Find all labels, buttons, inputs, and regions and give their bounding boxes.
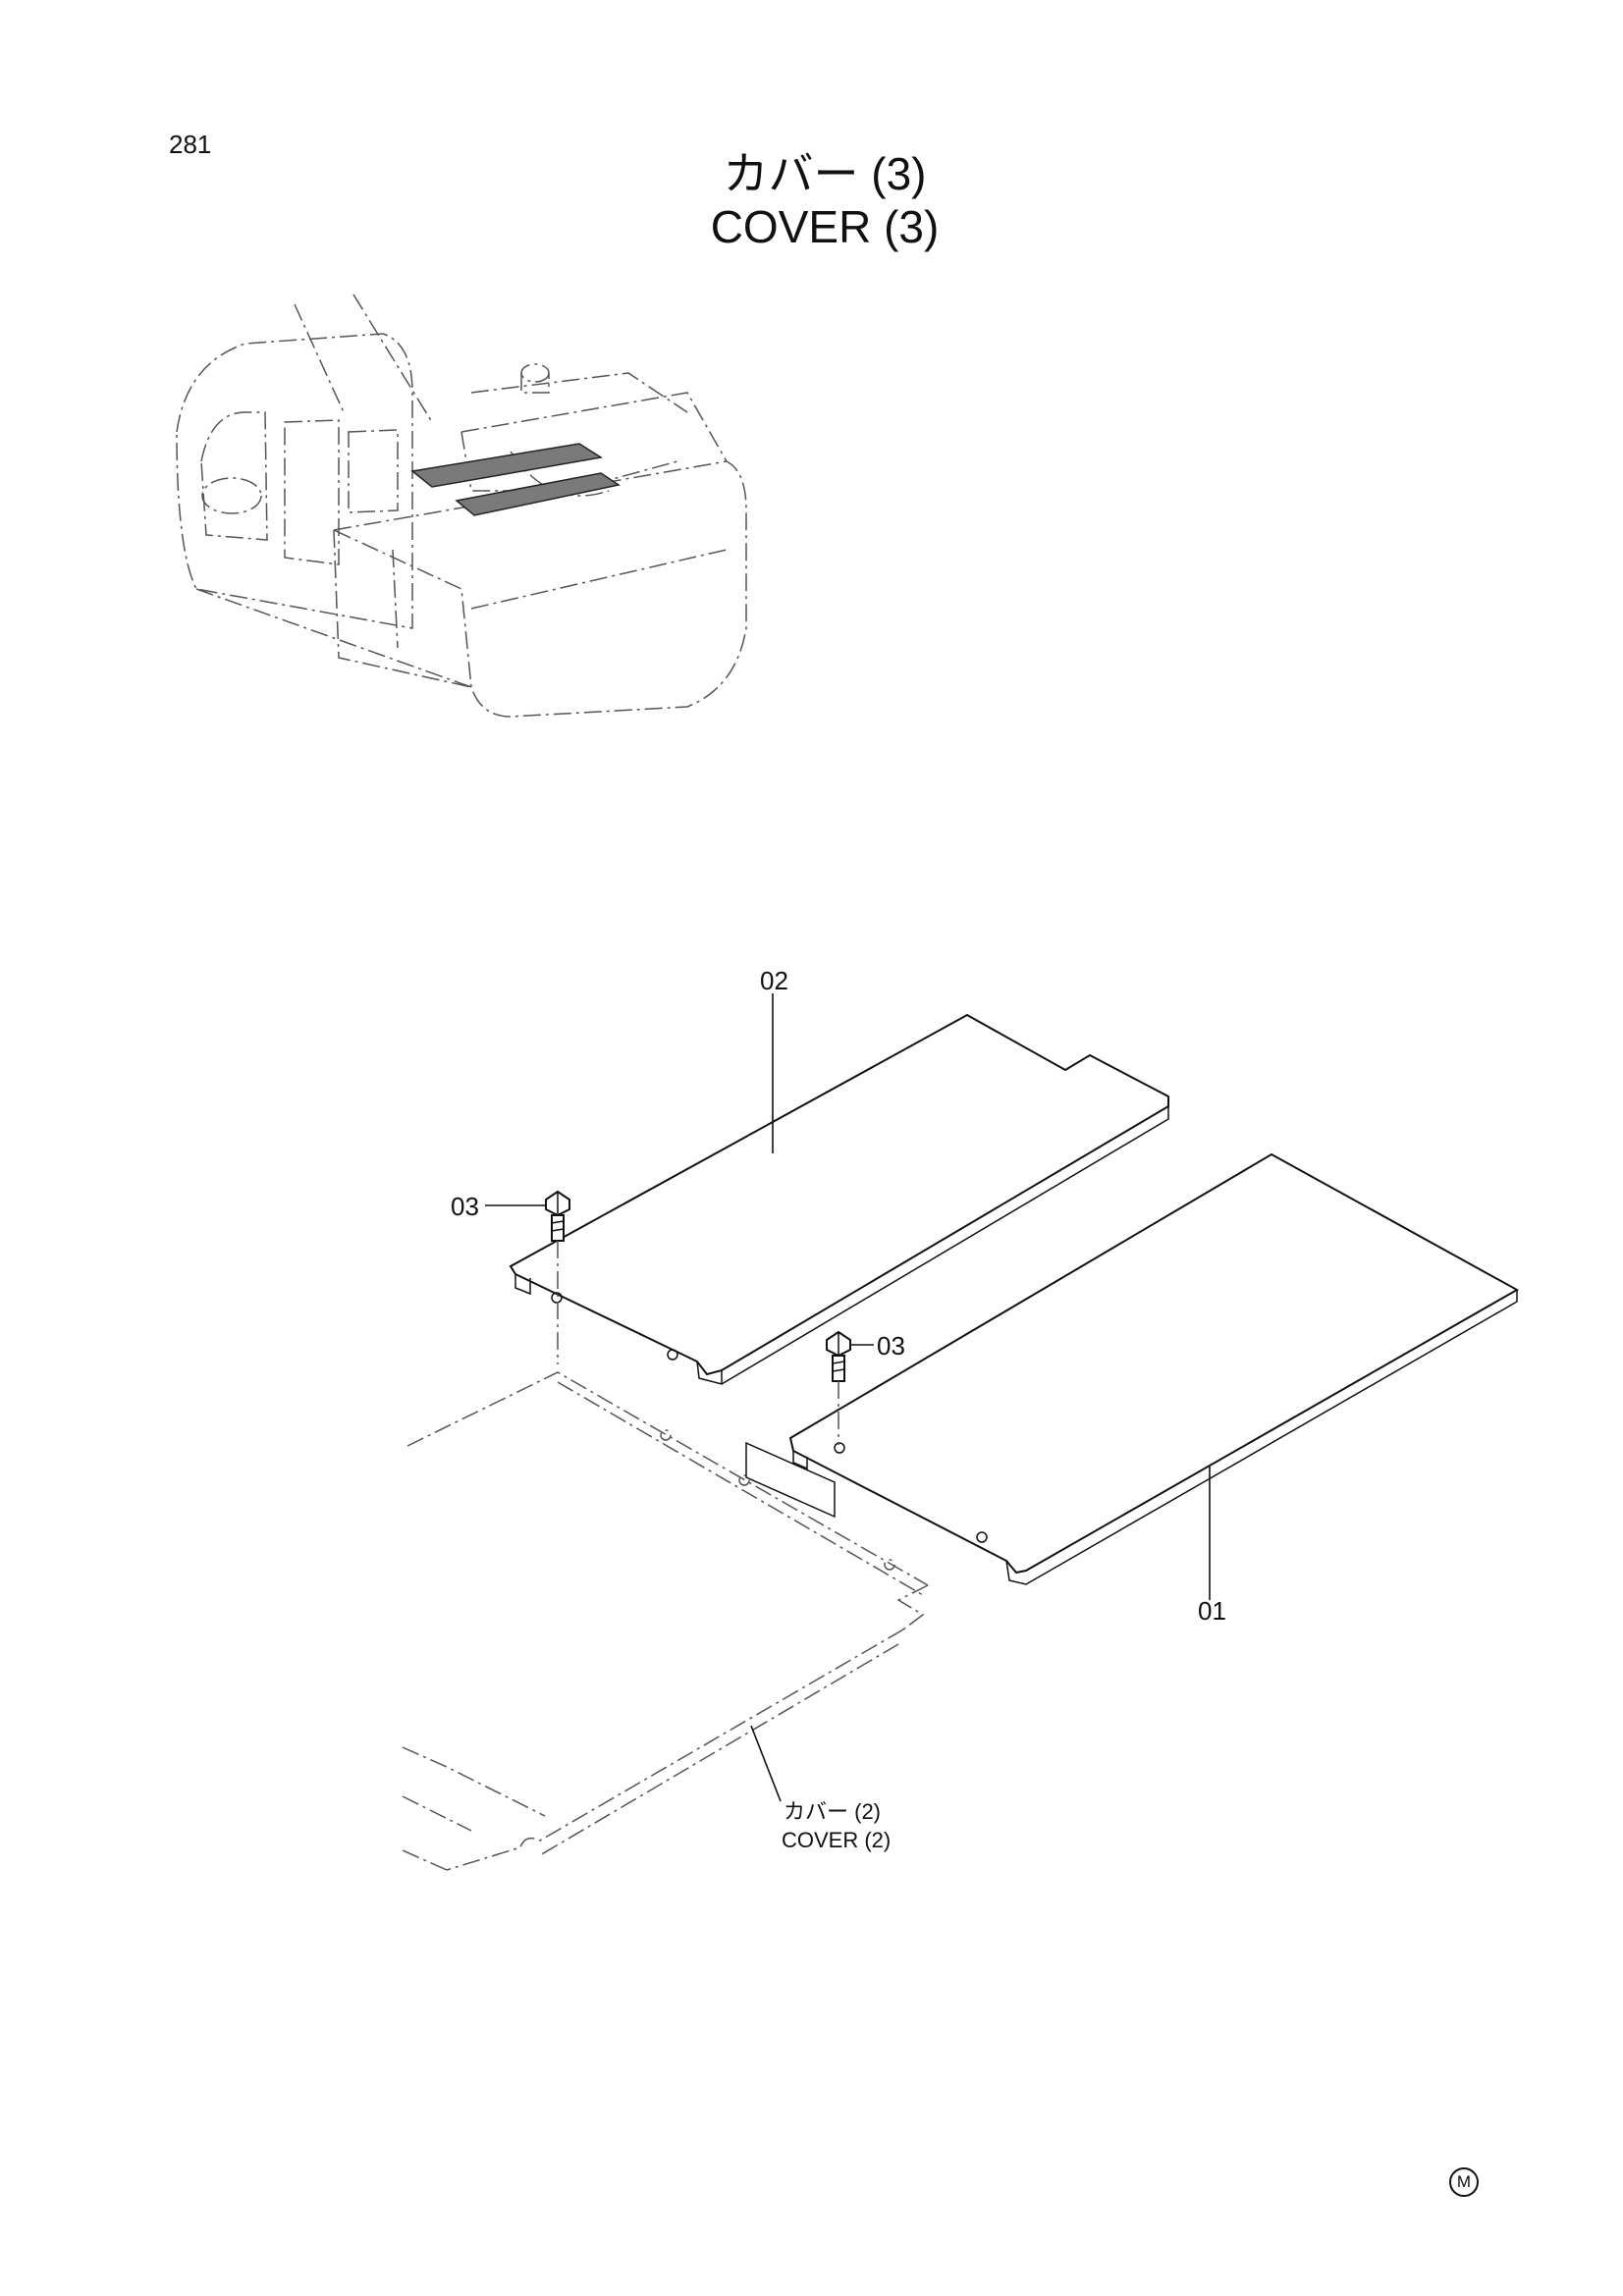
callout-03-left: 03 [451,1192,479,1221]
callout-01: 01 [1198,1596,1226,1626]
part-03-bolt-left [545,1190,570,1364]
registered-mark-icon: M [1449,2167,1479,2197]
title-english: COVER (3) [710,201,940,252]
callout-02: 02 [760,966,788,995]
cover-location-highlight [455,472,621,516]
title-japanese: カバー (3) [723,148,927,199]
page-title: カバー (3) COVER (3) [589,147,1060,253]
leader-cover-2 [750,1725,782,1802]
part-02-cover-plate [509,1013,1169,1385]
excavator-key-map [176,294,747,718]
callout-03-right: 03 [877,1331,905,1361]
reference-label-english: COVER (2) [782,1828,891,1852]
cover-2-reference-part [402,1371,929,1871]
reference-label-japanese: カバー (2) [784,1799,881,1824]
part-01-cover-plate [788,1152,1520,1585]
cover-location-highlight [410,443,604,488]
page-number: 281 [169,130,212,159]
part-03-bolt-right [826,1330,851,1445]
